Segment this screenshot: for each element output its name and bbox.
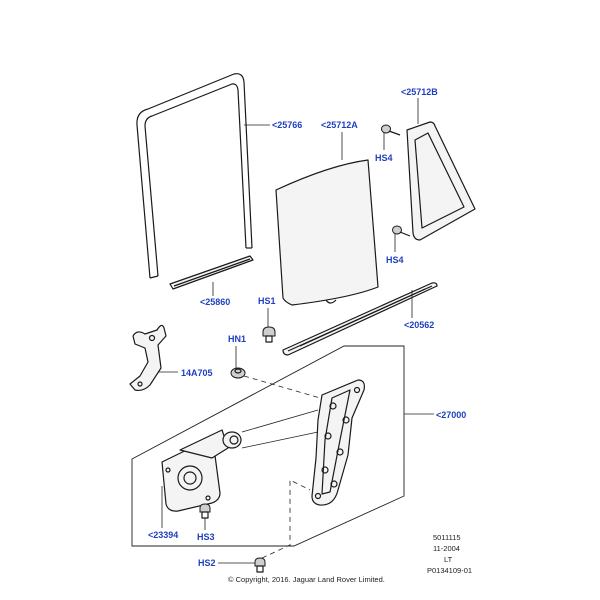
callout-hs4-top: HS4 [375, 153, 393, 163]
screw-hs4-top [381, 124, 401, 136]
relation-line-screw-hs2 [261, 479, 311, 559]
bracket-14a705 [129, 324, 167, 392]
callout-hn1: HN1 [228, 334, 246, 344]
info-line-2: 11-2004 [433, 544, 460, 553]
callout-23394: <23394 [148, 530, 178, 540]
inner-belt-seal [169, 255, 254, 290]
assembly-outline [131, 345, 405, 547]
info-line-4: P0134109-01 [427, 566, 472, 575]
callout-25860: <25860 [200, 297, 230, 307]
info-line-3: LT [444, 555, 453, 564]
callout-25712b: <25712B [401, 87, 438, 97]
callout-14a705: 14A705 [181, 368, 213, 378]
callout-20562: <20562 [404, 320, 434, 330]
callout-hs2: HS2 [198, 558, 216, 568]
callout-25766: <25766 [272, 120, 302, 130]
relation-line-motor-a [241, 409, 319, 433]
callout-27000: <27000 [436, 410, 466, 420]
door-glass [275, 159, 379, 306]
copyright-notice: © Copyright, 2016. Jaguar Land Rover Lim… [228, 575, 385, 584]
screw-hs1 [262, 326, 276, 343]
callout-hs1: HS1 [258, 296, 276, 306]
fixed-glass [406, 121, 476, 241]
screw-hs3 [199, 503, 211, 519]
outer-belt-seal [282, 282, 438, 356]
relation-line-motor-b [241, 431, 319, 449]
window-motor [161, 429, 242, 512]
callout-hs3: HS3 [197, 532, 215, 542]
nut-hn1 [230, 367, 246, 379]
info-line-1: 5011115 [433, 533, 461, 542]
glass-run-seal [136, 73, 253, 279]
callout-hs4-bottom: HS4 [386, 255, 404, 265]
callout-25712a: <25712A [321, 120, 358, 130]
window-regulator [311, 379, 365, 506]
screw-hs2 [254, 557, 266, 573]
relation-line-nut [243, 375, 321, 399]
screw-hs4-bottom [392, 225, 411, 237]
